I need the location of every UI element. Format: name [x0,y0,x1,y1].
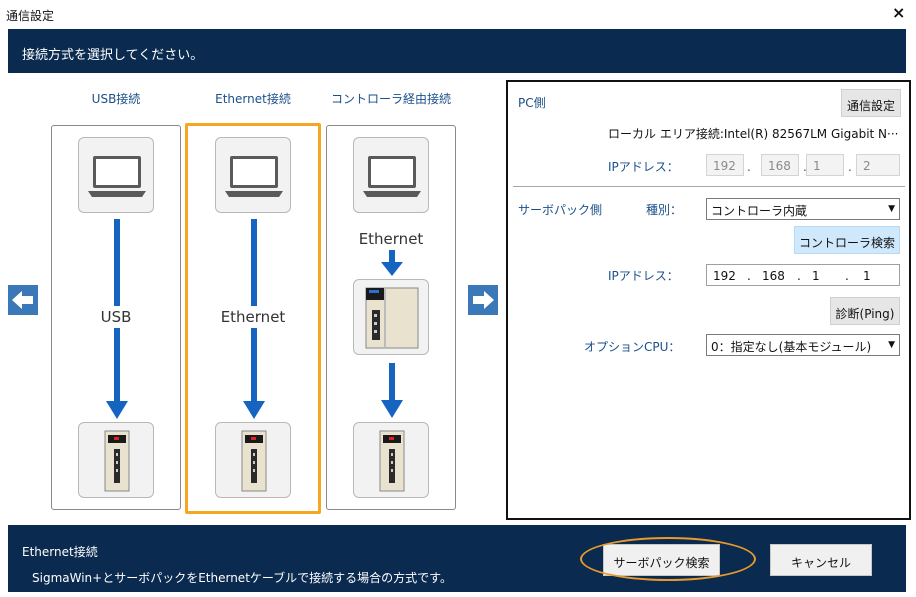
laptop-icon [353,137,429,213]
method-label-controller[interactable]: コントローラ経由接続 [330,92,451,106]
pc-side-label: PC側 [518,96,546,110]
highlight-ellipse [580,537,756,581]
network-adapter-text: ローカル エリア接続:Intel(R) 82567LM Gigabit N··· [608,127,899,141]
servo-ip-label: IPアドレス： [608,269,679,283]
pc-ip-octet-1: 192 [706,154,744,176]
instruction-text: 接続方式を選択してください。 [22,48,204,63]
comm-settings-button[interactable]: 通信設定 [841,89,901,117]
servopack-icon [78,422,154,498]
cable-line [389,250,395,270]
type-select-value: コントローラ内蔵 [711,204,808,218]
chevron-down-icon: ▼ [888,204,895,214]
arrow-down-icon [381,262,403,276]
arrow-left-icon[interactable] [8,285,38,315]
servopack-icon [215,422,291,498]
cable-label: Ethernet [193,306,313,328]
cable-label: Ethernet [358,230,424,248]
controller-icon [353,279,429,355]
arrow-right-icon[interactable] [468,285,498,315]
close-icon[interactable]: × [892,3,906,22]
servo-ip-octet-3: 1 [812,269,820,283]
method-label-usb[interactable]: USB接続 [91,92,141,106]
pc-ip-octet-4: 2 [856,154,900,176]
cable-label: USB [56,306,176,328]
type-label: 種別： [646,203,683,217]
window-title: 通信設定 [6,9,55,23]
settings-panel: PC側 通信設定 ローカル エリア接続:Intel(R) 82567LM Gig… [506,80,911,520]
method-description-title: Ethernet接続 [22,545,98,559]
footer-bar: Ethernet接続 SigmaWin+とサーボパックをEthernetケーブル… [8,525,906,592]
method-panel-controller[interactable]: Ethernet [326,125,456,510]
chevron-down-icon: ▼ [888,340,895,350]
servo-ip-field[interactable]: 192 . 168 . 1 . 1 [706,264,900,286]
servopack-icon [353,422,429,498]
arrow-down-icon [381,400,403,418]
method-panel-ethernet[interactable]: Ethernet [185,123,321,514]
method-description-text: SigmaWin+とサーボパックをEthernetケーブルで接続する場合の方式で… [32,571,452,585]
arrow-down-icon [106,401,128,419]
laptop-icon [215,137,291,213]
cable-line [389,363,395,403]
ping-button[interactable]: 診断(Ping) [830,297,900,325]
option-cpu-value: 0：指定なし(基本モジュール) [711,340,872,354]
instruction-banner: 接続方式を選択してください。 [8,29,906,73]
method-label-ethernet[interactable]: Ethernet接続 [215,92,291,106]
laptop-icon [78,137,154,213]
type-select[interactable]: コントローラ内蔵 ▼ [706,198,900,220]
servo-side-label: サーボパック側 [518,203,603,217]
pc-ip-octet-3: 1 [806,154,844,176]
servo-ip-octet-4: 1 [863,269,871,283]
method-panel-usb[interactable]: USB [51,125,181,510]
option-cpu-label: オプションCPU： [584,340,681,354]
option-cpu-select[interactable]: 0：指定なし(基本モジュール) ▼ [706,334,900,356]
servo-ip-octet-2: 168 [762,269,785,283]
controller-search-button[interactable]: コントローラ検索 [794,226,900,254]
arrow-down-icon [243,401,265,419]
servo-ip-octet-1: 192 [713,269,736,283]
pc-ip-label: IPアドレス： [608,160,679,174]
section-divider [513,186,905,187]
cancel-button[interactable]: キャンセル [770,544,872,576]
pc-ip-octet-2: 168 [761,154,799,176]
